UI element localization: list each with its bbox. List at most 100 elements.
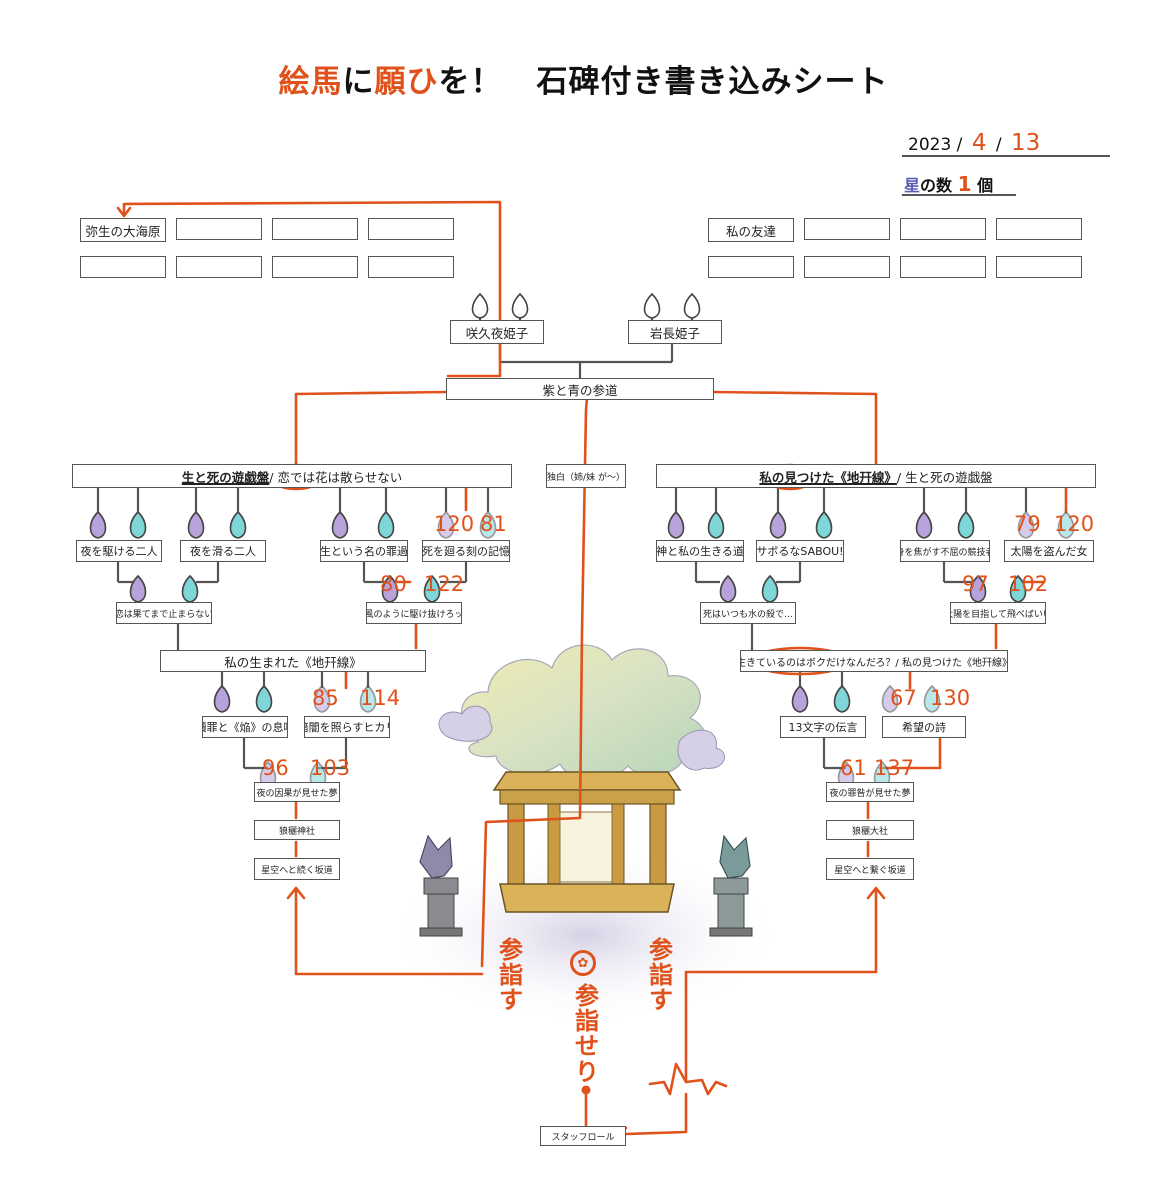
top-right-box-1[interactable]: 私の友達 [708,218,794,242]
right-r1-box-1[interactable]: 神と私の生きる道 [656,540,744,562]
ema-pin-scored [881,684,899,713]
right-r2-box-2[interactable]: 太陽を目指して飛べばいい [950,602,1046,624]
left-score-5: 85 [312,686,339,710]
right-r5-box[interactable]: 夜の罪咎が見せた夢 [826,782,914,802]
right-r5-label: 夜の罪咎が見せた夢 [829,788,911,799]
center-entry-label: 独白（姉/妹 が〜） [547,472,625,483]
top-left-box-5[interactable] [80,256,166,278]
date-field[interactable]: 2023 / 4 / 13 [908,130,1040,156]
top-right-box-3[interactable] [900,218,986,240]
left-header-box[interactable]: 生と死の遊戯盤 / 恋では花は散らせない [72,464,512,488]
top-left-box-1[interactable]: 弥生の大海原 [80,218,166,242]
hime-left-box[interactable]: 咲久夜姫子 [450,320,544,344]
right-r2-box-1[interactable]: 死はいつも水の殺で… [700,602,796,624]
left-r4-label-1: 贖罪と《焔》の息吹 [203,721,287,734]
right-r3-box[interactable]: 生きているのはボクだけなんだろ？ / 私の見つけた《地幵線》 [740,650,1008,672]
right-r1-box-4[interactable]: 太陽を盗んだ女 [1004,540,1094,562]
left-score-2: 81 [480,512,507,536]
ema-pin [957,510,975,539]
right-r7-label: 星空へと繋ぐ坂道 [834,865,906,876]
left-score-4: 122 [424,572,465,596]
ema-pin-scored [1057,510,1075,539]
left-r2-box-1[interactable]: 恋は果てまで止まらない [116,602,212,624]
left-score-6: 114 [360,686,401,710]
left-r2-box-2[interactable]: 西風のように駆け抜けろッ！ [366,602,462,624]
right-r4-box-1[interactable]: 13文字の伝言 [780,716,866,738]
top-left-label: 弥生の大海原 [85,223,161,239]
right-header-box[interactable]: 私の見つけた《地幵線》 / 生と死の遊戯盤 [656,464,1096,488]
ema-pin [187,510,205,539]
left-r5-label: 夜の因果が見せた夢 [256,788,338,799]
ema-pins [89,510,1075,789]
right-r2-label-2: 太陽を目指して飛べばいい [951,609,1045,620]
title-wo: を！ [438,64,503,100]
left-score-3: 80 [380,572,407,596]
right-r6-box[interactable]: 狼穲大社 [826,820,914,840]
right-header-main: 私の見つけた《地幵線》 [759,469,897,485]
shrine-illustration [385,644,785,1025]
top-left-box-4[interactable] [368,218,454,240]
top-left-box-8[interactable] [368,256,454,278]
left-r1-label-2: 夜を滑る二人 [190,545,256,558]
left-r1-box-1[interactable]: 夜を駆ける二人 [76,540,162,562]
top-left-box-3[interactable] [272,218,358,240]
right-r4-label-2: 希望の詩 [902,721,946,734]
top-left-box-2[interactable] [176,218,262,240]
ema-pin [213,684,231,713]
hime-left-label: 咲久夜姫子 [465,325,529,341]
left-header-main: 生と死の遊戯盤 [181,469,270,485]
start-dot [581,1085,591,1095]
right-r4-box-2[interactable]: 希望の詩 [882,716,966,738]
top-left-box-7[interactable] [272,256,358,278]
left-r1-box-4[interactable]: 死を廻る刻の記憶 [422,540,510,562]
top-left-box-6[interactable] [176,256,262,278]
left-r7-box[interactable]: 星空へと続く坂道 [254,858,340,880]
right-r2-label-1: 死はいつも水の殺で… [702,609,793,620]
right-r4-label-1: 13文字の伝言 [788,721,858,734]
left-r6-box[interactable]: 狼穲神社 [254,820,340,840]
star-count-field[interactable]: 星の数 1 個 [904,172,993,196]
left-r4-box-1[interactable]: 贖罪と《焔》の息吹 [202,716,288,738]
top-right-box-8[interactable] [996,256,1082,278]
left-r3-box[interactable]: 私の生まれた《地幵線》 [160,650,426,672]
top-right-box-6[interactable] [804,256,890,278]
left-r5-box[interactable]: 夜の因果が見せた夢 [254,782,340,802]
center-entry-box[interactable]: 独白（姉/妹 が〜） [546,464,626,488]
star-unit: 個 [977,176,994,195]
right-r7-box[interactable]: 星空へと繋ぐ坂道 [826,858,914,880]
right-r1-box-3[interactable]: 身を焦がす不屈の競技者 [900,540,990,562]
hime-pins [471,292,701,319]
top-right-label: 私の友達 [725,223,776,239]
top-right-box-4[interactable] [996,218,1082,240]
right-r1-box-2[interactable]: サボるなSABOU! [756,540,844,562]
right-score-8: 137 [874,756,915,780]
left-r2-label-2: 西風のように駆け抜けろッ！ [366,609,461,620]
final-match-box[interactable]: 紫と青の参道 [446,378,714,400]
top-right-box-7[interactable] [900,256,986,278]
right-r1-label-3: 身を焦がす不屈の競技者 [900,547,990,558]
date-sep: / [995,135,1002,155]
top-right-box-5[interactable] [708,256,794,278]
date-month: 4 [971,130,987,156]
left-score-8: 103 [310,756,351,780]
top-right-box-2[interactable] [804,218,890,240]
left-r1-box-2[interactable]: 夜を滑る二人 [180,540,266,562]
date-year: 2023 / [908,135,963,155]
right-r3-label-main: 生きているのはボクだけなんだろ？ [740,657,896,669]
ema-pin [229,510,247,539]
left-score-7: 96 [262,756,289,780]
left-header-sub: / 恋では花は散らせない [269,469,403,485]
left-r1-label-4: 死を廻る刻の記憶 [422,545,510,558]
left-r1-box-3[interactable]: 生という名の罪過 [320,540,408,562]
staff-roll-box[interactable]: スタッフロール [540,1126,626,1146]
hime-right-box[interactable]: 岩長姫子 [628,320,722,344]
left-r3-label: 私の生まれた《地幵線》 [224,654,362,670]
ema-pin [129,574,147,603]
ema-pin-scored [313,684,331,713]
ema-pin [331,510,349,539]
left-r4-box-2[interactable]: 暗闇を照らすヒカリ [304,716,390,738]
title-ni: に [342,64,375,100]
left-r7-label: 星空へと続く坂道 [261,865,333,876]
ema-pin [89,510,107,539]
